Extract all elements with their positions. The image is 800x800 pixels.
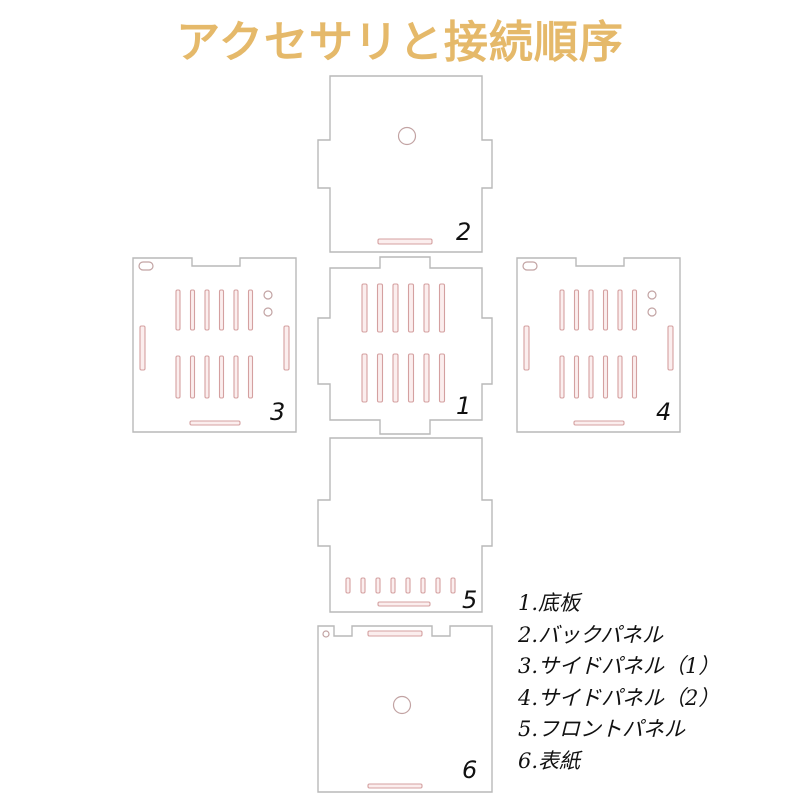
vent-slot [617, 355, 623, 399]
vent-slot [392, 283, 399, 333]
vent-slot [392, 353, 399, 403]
vent-slot [204, 289, 210, 331]
panel-side-right-vents [559, 289, 638, 399]
vent-slot [376, 283, 384, 333]
vent-slot [450, 577, 456, 594]
panel-back: 2 [317, 75, 493, 253]
panel-front-vents [345, 577, 456, 594]
panel-legend: 1.底板 2.バックパネル 3.サイドパネル（1） 4.サイドパネル（2） 5.フロント… [518, 588, 719, 778]
panel-side-left: 3 [132, 257, 297, 433]
vent-slot [559, 289, 565, 331]
vent-slot [573, 289, 580, 331]
vent-slot [345, 577, 351, 594]
vent-slot [405, 577, 411, 594]
panel-number-3: 3 [270, 398, 285, 426]
vent-slot [189, 355, 196, 399]
vent-slot [247, 355, 254, 399]
panel-number-6: 6 [462, 756, 477, 784]
vent-slot [233, 289, 239, 331]
panel-number-2: 2 [456, 218, 471, 246]
vent-slot [631, 355, 638, 399]
vent-slot [631, 289, 638, 331]
vent-slot [407, 353, 415, 403]
vent-slot [233, 355, 239, 399]
panel-number-1: 1 [456, 392, 471, 420]
legend-item: 3.サイドパネル（1） [518, 654, 720, 679]
vent-slot [218, 289, 225, 331]
panel-side-left-vents [175, 289, 254, 399]
vent-slot [423, 283, 430, 333]
legend-item: 6.表紙 [518, 748, 581, 773]
vent-slot [247, 289, 254, 331]
legend-item: 2.バックパネル [518, 622, 663, 647]
vent-slot [375, 577, 381, 594]
vent-slot [175, 355, 181, 399]
legend-item: 1.底板 [518, 591, 581, 615]
vent-slot [559, 355, 565, 399]
vent-slot [407, 283, 415, 333]
vent-slot [360, 577, 366, 594]
vent-slot [204, 355, 210, 399]
panel-number-4: 4 [656, 398, 671, 426]
vent-slot [602, 289, 609, 331]
vent-slot [376, 353, 384, 403]
vent-slot [175, 289, 181, 331]
panel-front: 5 [317, 437, 493, 614]
vent-slot [588, 289, 594, 331]
vent-slot [218, 355, 225, 399]
vent-slot [435, 577, 441, 594]
vent-slot [438, 353, 446, 403]
legend-item: 5.フロントパネル [518, 717, 686, 742]
vent-slot [361, 353, 368, 403]
panel-bottom-plate-vents [361, 283, 446, 403]
vent-slot [588, 355, 594, 399]
panel-cover: 6 [317, 625, 493, 793]
diagram-title: アクセサリと接続順序 [176, 17, 624, 68]
vent-slot [423, 353, 430, 403]
vent-slot [602, 355, 609, 399]
panel-side-right: 4 [516, 257, 681, 433]
vent-slot [438, 283, 446, 333]
panel-number-5: 5 [462, 586, 477, 614]
legend-item: 4.サイドパネル（2） [518, 685, 720, 710]
vent-slot [573, 355, 580, 399]
panel-bottom-plate: 1 [317, 256, 493, 435]
vent-slot [390, 577, 396, 594]
vent-slot [617, 289, 623, 331]
vent-slot [189, 289, 196, 331]
vent-slot [361, 283, 368, 333]
vent-slot [420, 577, 426, 594]
